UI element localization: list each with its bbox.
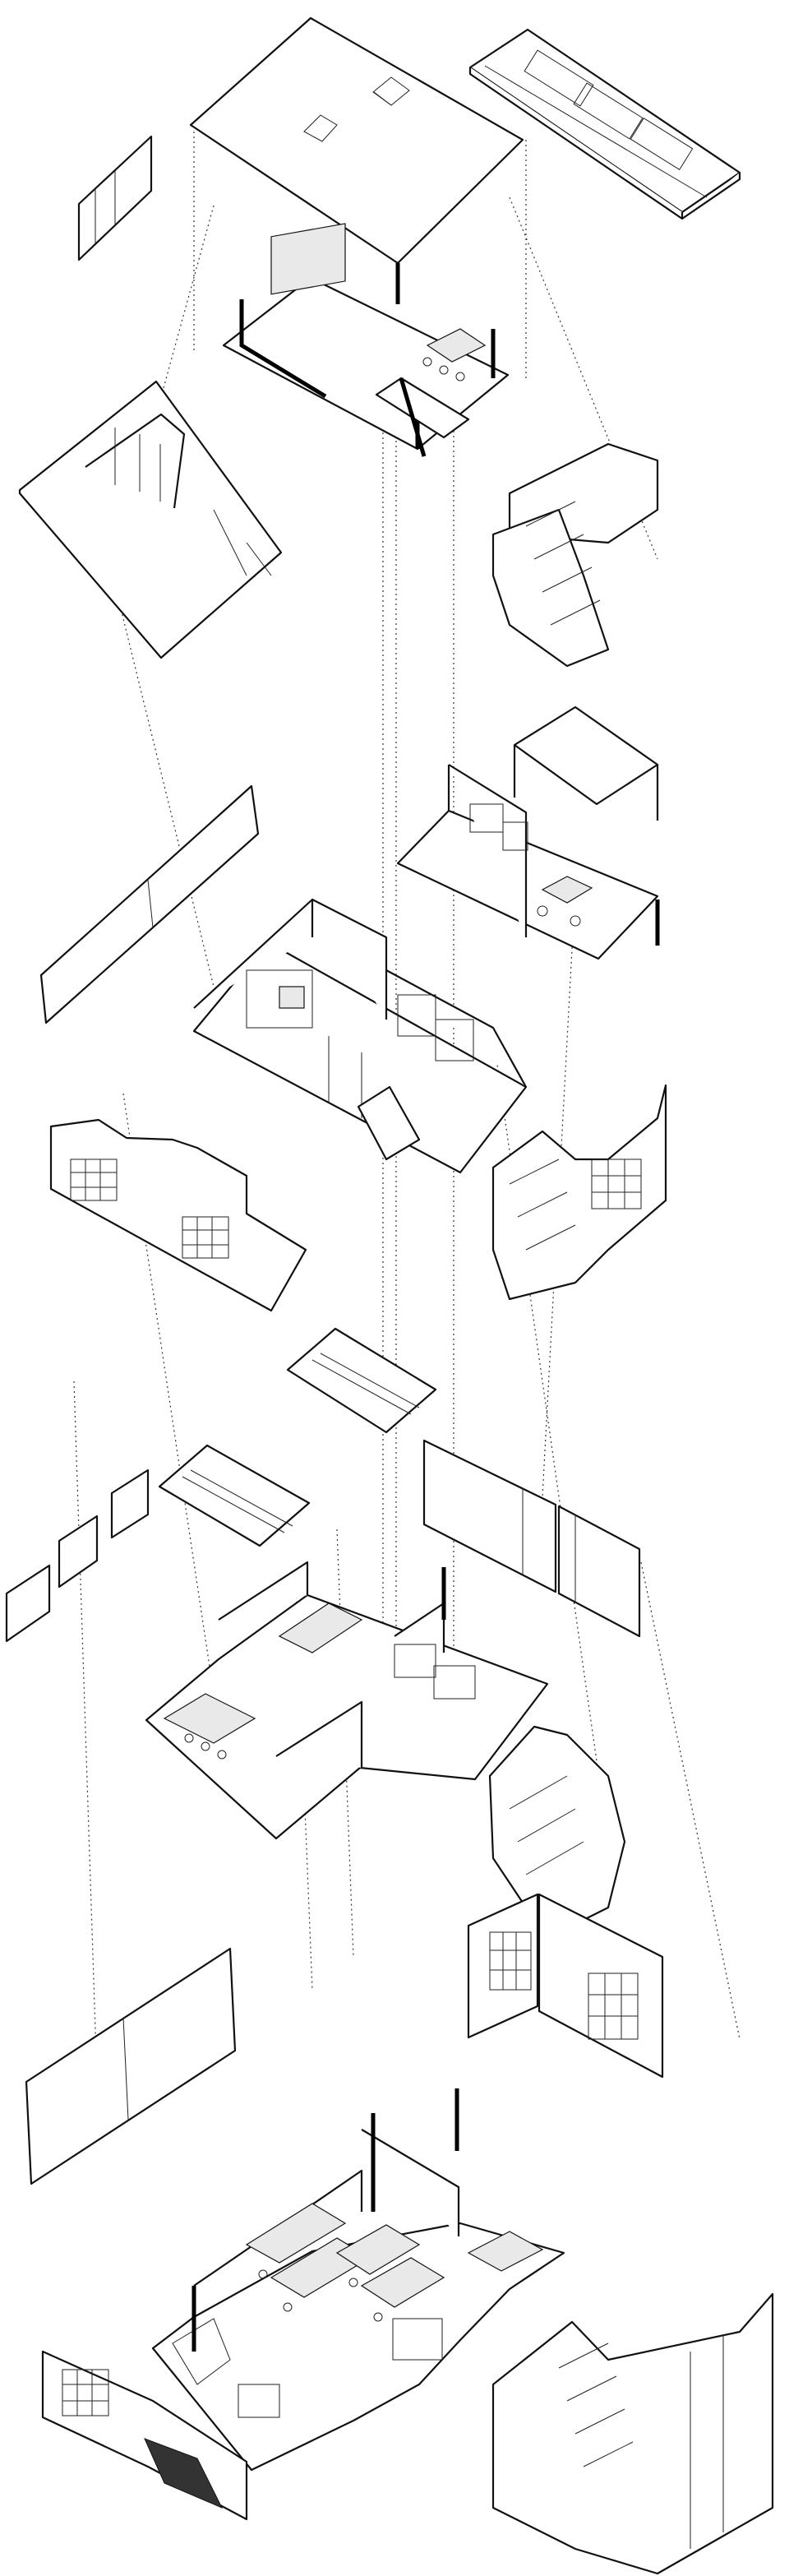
roof-terrace-planters <box>18 380 283 659</box>
level-2-skylight-panel-left <box>158 1444 311 1547</box>
roof-wall-panel-left <box>77 135 153 261</box>
level-2-wall-panels-left <box>5 1468 150 1643</box>
level-3-low-wall-front <box>357 1085 421 1161</box>
level-2-wall-panels-right <box>422 1439 641 1638</box>
level-1-floor-plate <box>151 2088 565 2472</box>
level-1-stair-and-facade <box>491 2292 774 2575</box>
level-3-roof-panel <box>513 705 659 821</box>
level-2-floor-plate <box>145 1561 549 1840</box>
level-2-stair-core <box>488 1725 626 1926</box>
reception-desk <box>172 2318 280 2418</box>
level-3-floor-plate <box>192 898 528 1174</box>
meeting-room <box>392 2231 544 2361</box>
rooftop-solar-array <box>468 28 741 220</box>
roof-stair-core <box>491 442 659 668</box>
roof-slab <box>189 16 524 265</box>
level-1-long-wall <box>25 1947 237 2185</box>
level-1-window-wall-right <box>467 1893 664 2079</box>
workstation-clusters <box>245 2203 445 2322</box>
level-2-skylight-panel <box>286 1327 437 1434</box>
level-1 <box>25 1893 774 2575</box>
level-3-facade-left <box>49 1118 307 1312</box>
roof-floor-plate <box>222 223 510 457</box>
meeting-table <box>422 328 487 382</box>
level-3 <box>39 705 667 1312</box>
level-3-office-pod <box>396 764 660 960</box>
level-1-entrance-facade <box>41 2350 248 2521</box>
level-3-long-wall <box>39 784 260 1024</box>
level-3-stair-and-window <box>491 1084 667 1301</box>
roof-level <box>18 16 741 668</box>
level-2 <box>5 1327 641 1926</box>
